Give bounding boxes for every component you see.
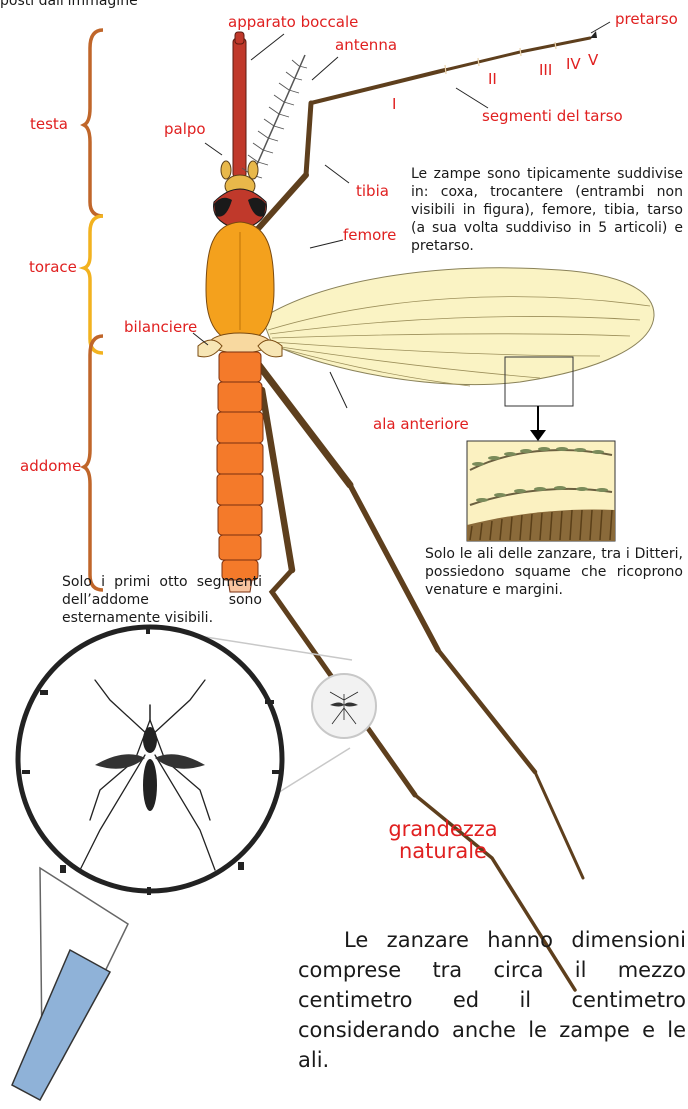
region-testa: testa: [30, 115, 68, 133]
region-addome: addome: [20, 457, 81, 475]
label-segmenti-tarso: segmenti del tarso: [482, 107, 623, 125]
label-ala-anteriore: ala anteriore: [373, 415, 469, 433]
tarso-numerale-5: V: [588, 51, 598, 69]
text-zampe: Le zampe sono tipicamente suddivise in: …: [411, 165, 683, 255]
label-apparato-boccale: apparato boccale: [228, 13, 358, 31]
thorax: [206, 222, 274, 353]
label-palpo: palpo: [164, 120, 206, 138]
label-antenna: antenna: [335, 36, 397, 54]
abdomen: [217, 352, 263, 592]
wing-zoom-inset: [467, 441, 615, 541]
top-fragment-text: posti dall'immagine: [0, 0, 138, 9]
label-bilanciere: bilanciere: [124, 318, 197, 336]
region-torace: torace: [29, 258, 77, 276]
grandezza-line-1: grandezza: [353, 818, 533, 840]
grandezza-line-2: naturale: [353, 840, 533, 862]
zoom-arrowhead: [530, 430, 546, 441]
label-femore: femore: [343, 226, 396, 244]
natural-size-mosquito: [312, 674, 376, 738]
abdomen-brace: [84, 336, 103, 590]
tarso-numerale-3: III: [539, 61, 552, 79]
label-pretarso: pretarso: [615, 10, 678, 28]
text-ali: Solo le ali delle zanzare, tra i Ditteri…: [425, 545, 683, 599]
tarso-numerale-4: IV: [566, 55, 581, 73]
head-brace: [84, 30, 103, 216]
text-addome: Solo i primi otto segmenti dell’addome s…: [62, 573, 262, 627]
label-tibia: tibia: [356, 182, 389, 200]
label-grandezza-naturale: grandezza naturale: [353, 818, 533, 862]
wing: [262, 268, 654, 406]
thorax-brace: [84, 216, 103, 353]
tarso-numerale-2: II: [488, 70, 497, 88]
tarso-numerale-1: I: [392, 95, 396, 113]
text-dimensioni: Le zanzare hanno dimensioni comprese tra…: [298, 925, 686, 1075]
proboscis: [233, 32, 246, 178]
